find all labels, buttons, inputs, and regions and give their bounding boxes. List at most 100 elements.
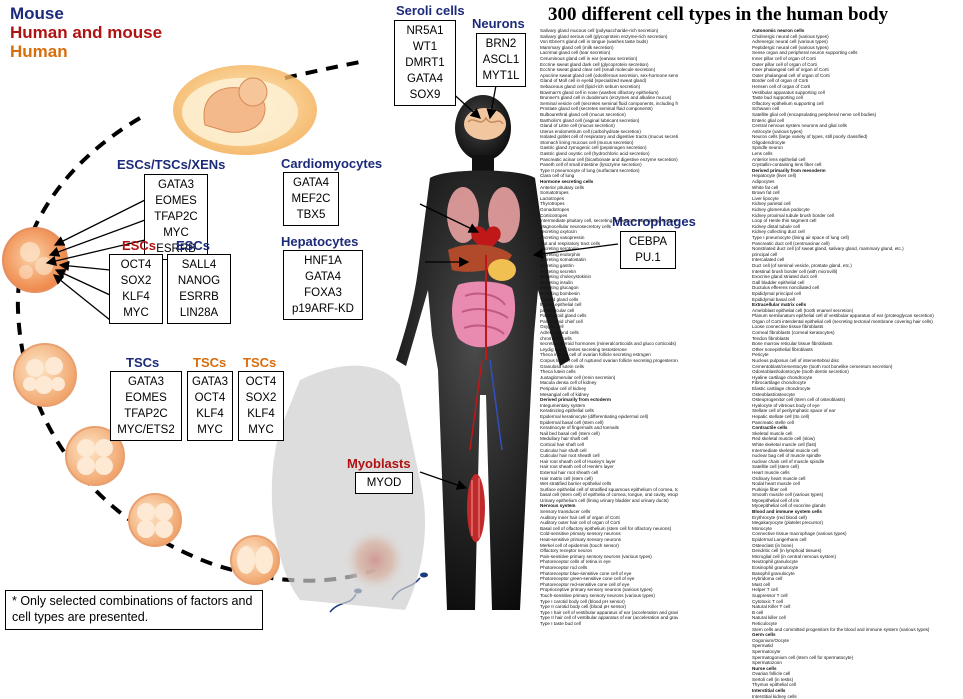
cell-type-item: Juxtaglomerular cell (renin secretion): [540, 374, 616, 380]
factor: HNF1A: [304, 255, 342, 267]
cell-type-item: Somatotropes: [540, 190, 569, 196]
cell-type-item: Medullary hair shaft cell: [540, 436, 589, 442]
cleavage-cell-2: [230, 535, 280, 585]
factor: GATA4: [293, 177, 329, 189]
factor: OCT4: [194, 392, 226, 404]
cell-type-item: Cuticular hair root sheath cell: [540, 453, 600, 459]
cell-type-item: Parathyroid chief cell: [540, 318, 583, 324]
cell-type-item: Gland of Moll cell in eyelid (specialize…: [540, 78, 647, 84]
cell-type-item: Skeletal muscle cell: [752, 430, 793, 436]
cell-type-item: Auditory outer hair cell of organ of Cor…: [540, 520, 620, 526]
cell-type-item: Kidney collecting duct cell: [752, 229, 805, 235]
cell-type-item: secreting secretin: [540, 268, 577, 274]
escs-mouse-label: ESCs: [176, 238, 210, 253]
factor: TBX5: [296, 209, 326, 221]
cell-type-item: Lacrimal gland cell (tear secretion): [540, 50, 611, 56]
cell-type-item: Intermediate skeletal muscle cell: [752, 447, 819, 453]
cell-type-item: Loop of Henle thin segment cell: [752, 218, 817, 224]
cardiomyocytes-label: Cardiomyocytes: [281, 156, 383, 171]
cell-type-item: Duct cell (of seminal vesicle, prostate …: [752, 262, 852, 268]
cell-type-item: Parathyroid gland cells: [540, 313, 587, 319]
cell-type-item: Inner phalangeal cell of organ of Corti: [752, 67, 829, 73]
cell-type-item: Gonadotropes: [540, 207, 570, 212]
cell-type-item: Pancreatic acinar cell (bicarbonate and …: [540, 156, 678, 162]
cell-type-item: Photoreceptor rod cells: [540, 565, 588, 570]
cell-type-item: secreting serotonin: [540, 246, 579, 252]
cell-type-item: Ceruminous gland cell in ear (earwax sec…: [540, 55, 638, 61]
cell-type-item: Prostate gland cell (secretes seminal fl…: [540, 106, 653, 112]
cell-type-item: secreting endorphin: [540, 251, 581, 257]
cell-type-item: Natural Killer T cell: [752, 604, 791, 610]
cell-type-item: Gland of Littre cell (mucus secretion): [540, 123, 615, 129]
esc-tsc-xen-label: ESCs/TSCs/XENs: [117, 157, 226, 172]
cell-type-item: Type I hair cell of vestibular apparatus…: [540, 609, 678, 615]
cell-type-item: Corpus luteum cell of ruptured ovarian f…: [540, 358, 678, 364]
factor: MYC: [248, 424, 274, 436]
cell-type-item: Taste bud supporting cell: [752, 95, 803, 101]
cell-type-item: Satellite glial cell (encapsulating peri…: [752, 111, 877, 117]
cell-type-item: Neutrophil granulocyte: [752, 559, 798, 565]
stomach-image: [488, 259, 516, 281]
cell-type-item: Hepatic stellate cell (Ito cell): [752, 413, 810, 419]
cell-type-item: Theca interna cell of ovarian follicle s…: [540, 352, 651, 358]
cell-type-item: Hyalocyte of vitreous body of eye: [752, 402, 820, 408]
cell-type-item: Peripolar cell of kidney: [540, 386, 587, 391]
cell-type-item: Surface epithelial cell of stratified sq…: [540, 486, 678, 492]
cell-type-item: Intercalated cell: [752, 257, 785, 263]
cell-type-item: Gut and respiratory tract cells: [540, 240, 600, 246]
cell-type-item: Pancreatic stelle cell: [752, 419, 794, 425]
factor: GATA4: [305, 271, 341, 283]
cell-type-item: Hair root sheath cell of Henle's layer: [540, 464, 614, 470]
factor: WT1: [412, 41, 438, 53]
cell-type-item: secreting steroid hormones (mineralcorti…: [540, 341, 677, 347]
cell-type-item: Isolated goblet cell of respiratory and …: [540, 134, 678, 140]
cell-type-item: Myoepithelial cell of iris: [752, 497, 800, 503]
cell-type-item: Nervous system: [540, 503, 576, 509]
cell-type-item: Connective tissue macrophage (various ty…: [752, 531, 847, 537]
cell-type-item: Fibrocartilage chondrocyte: [752, 380, 807, 386]
tscs-human-label-2: TSCs: [243, 355, 277, 370]
cell-type-item: Heart muscle cells: [752, 469, 790, 475]
cell-type-item: Peptidergic neural cell (various types): [752, 44, 829, 50]
factor: DMRT1: [405, 57, 445, 69]
cell-type-item: Epididymal basal cell: [752, 296, 795, 302]
cell-type-item: Neuron cells (large variety of types, st…: [752, 134, 868, 140]
cell-type-item: Kidney proximal tubule brush border cell: [752, 212, 834, 218]
factor: EOMES: [125, 392, 167, 404]
cell-type-item: Astrocyte (various types): [752, 128, 803, 134]
cell-type-item: Microglial cell (in central nervous syst…: [752, 553, 836, 559]
cell-type-item: Osteoblast/osteocyte: [752, 391, 795, 397]
page-title: 300 different cell types in the human bo…: [548, 4, 889, 25]
cell-type-item: Hepatocyte (liver cell): [752, 173, 797, 179]
tscs-mouse-label: TSCs: [126, 355, 160, 370]
cell-type-item: Lactotropes: [540, 195, 565, 201]
factor: TFAP2C: [124, 408, 168, 420]
myoblasts-label: Myoblasts: [347, 456, 411, 471]
cell-type-item: Reticulocyte: [752, 620, 778, 626]
factor: MYT1L: [482, 70, 520, 82]
cell-type-item: Outer pillar cell of organ of Corti: [752, 61, 817, 67]
cell-type-item: Von Ebner's gland cell in tongue (washes…: [540, 39, 648, 45]
cell-type-item: Paneth cell of small intestine (lysozyme…: [540, 162, 642, 168]
cell-type-item: Anterior pituitary cells: [540, 184, 584, 190]
factor: SOX2: [120, 275, 152, 287]
cell-type-item: Touch-sensitive primary sensory neurons …: [540, 592, 655, 598]
cell-type-item: Bone marrow reticular tissue fibroblasts: [752, 341, 833, 347]
factor: ESRRB: [156, 243, 196, 255]
cell-type-item: Merkel cell of epidermis (touch sensor): [540, 542, 619, 548]
factor: GATA3: [128, 376, 164, 388]
esc-tsc-xen-factors: GATA3 EOMES TFAP2C MYC ESRRB: [144, 174, 208, 260]
cell-type-item: Macula densa cell of kidney: [540, 380, 597, 386]
cell-type-item: Kidney glomerulus podocyte: [752, 207, 810, 212]
developmental-cycle-path: [15, 116, 376, 583]
legend-human: Human: [10, 42, 68, 61]
factor: MYC: [163, 227, 189, 239]
cell-type-item: Ordinary heart muscle cell: [752, 475, 806, 481]
cell-type-item: Type I pneumocyte (lining air space of l…: [752, 234, 850, 240]
cell-type-item: Wet stratified barrier epithelial cells: [540, 481, 612, 487]
cell-type-item: Leydig cell of testes secreting testoste…: [540, 346, 627, 352]
cell-type-item: Bulbourethral gland cell (mucus secretio…: [540, 111, 626, 117]
cell-type-item: Magnocellular neurosecretory cells: [540, 223, 611, 229]
cell-type-item: Ductulus efferens nonciliated cell: [752, 285, 820, 291]
factor: CEBPA: [628, 236, 668, 248]
